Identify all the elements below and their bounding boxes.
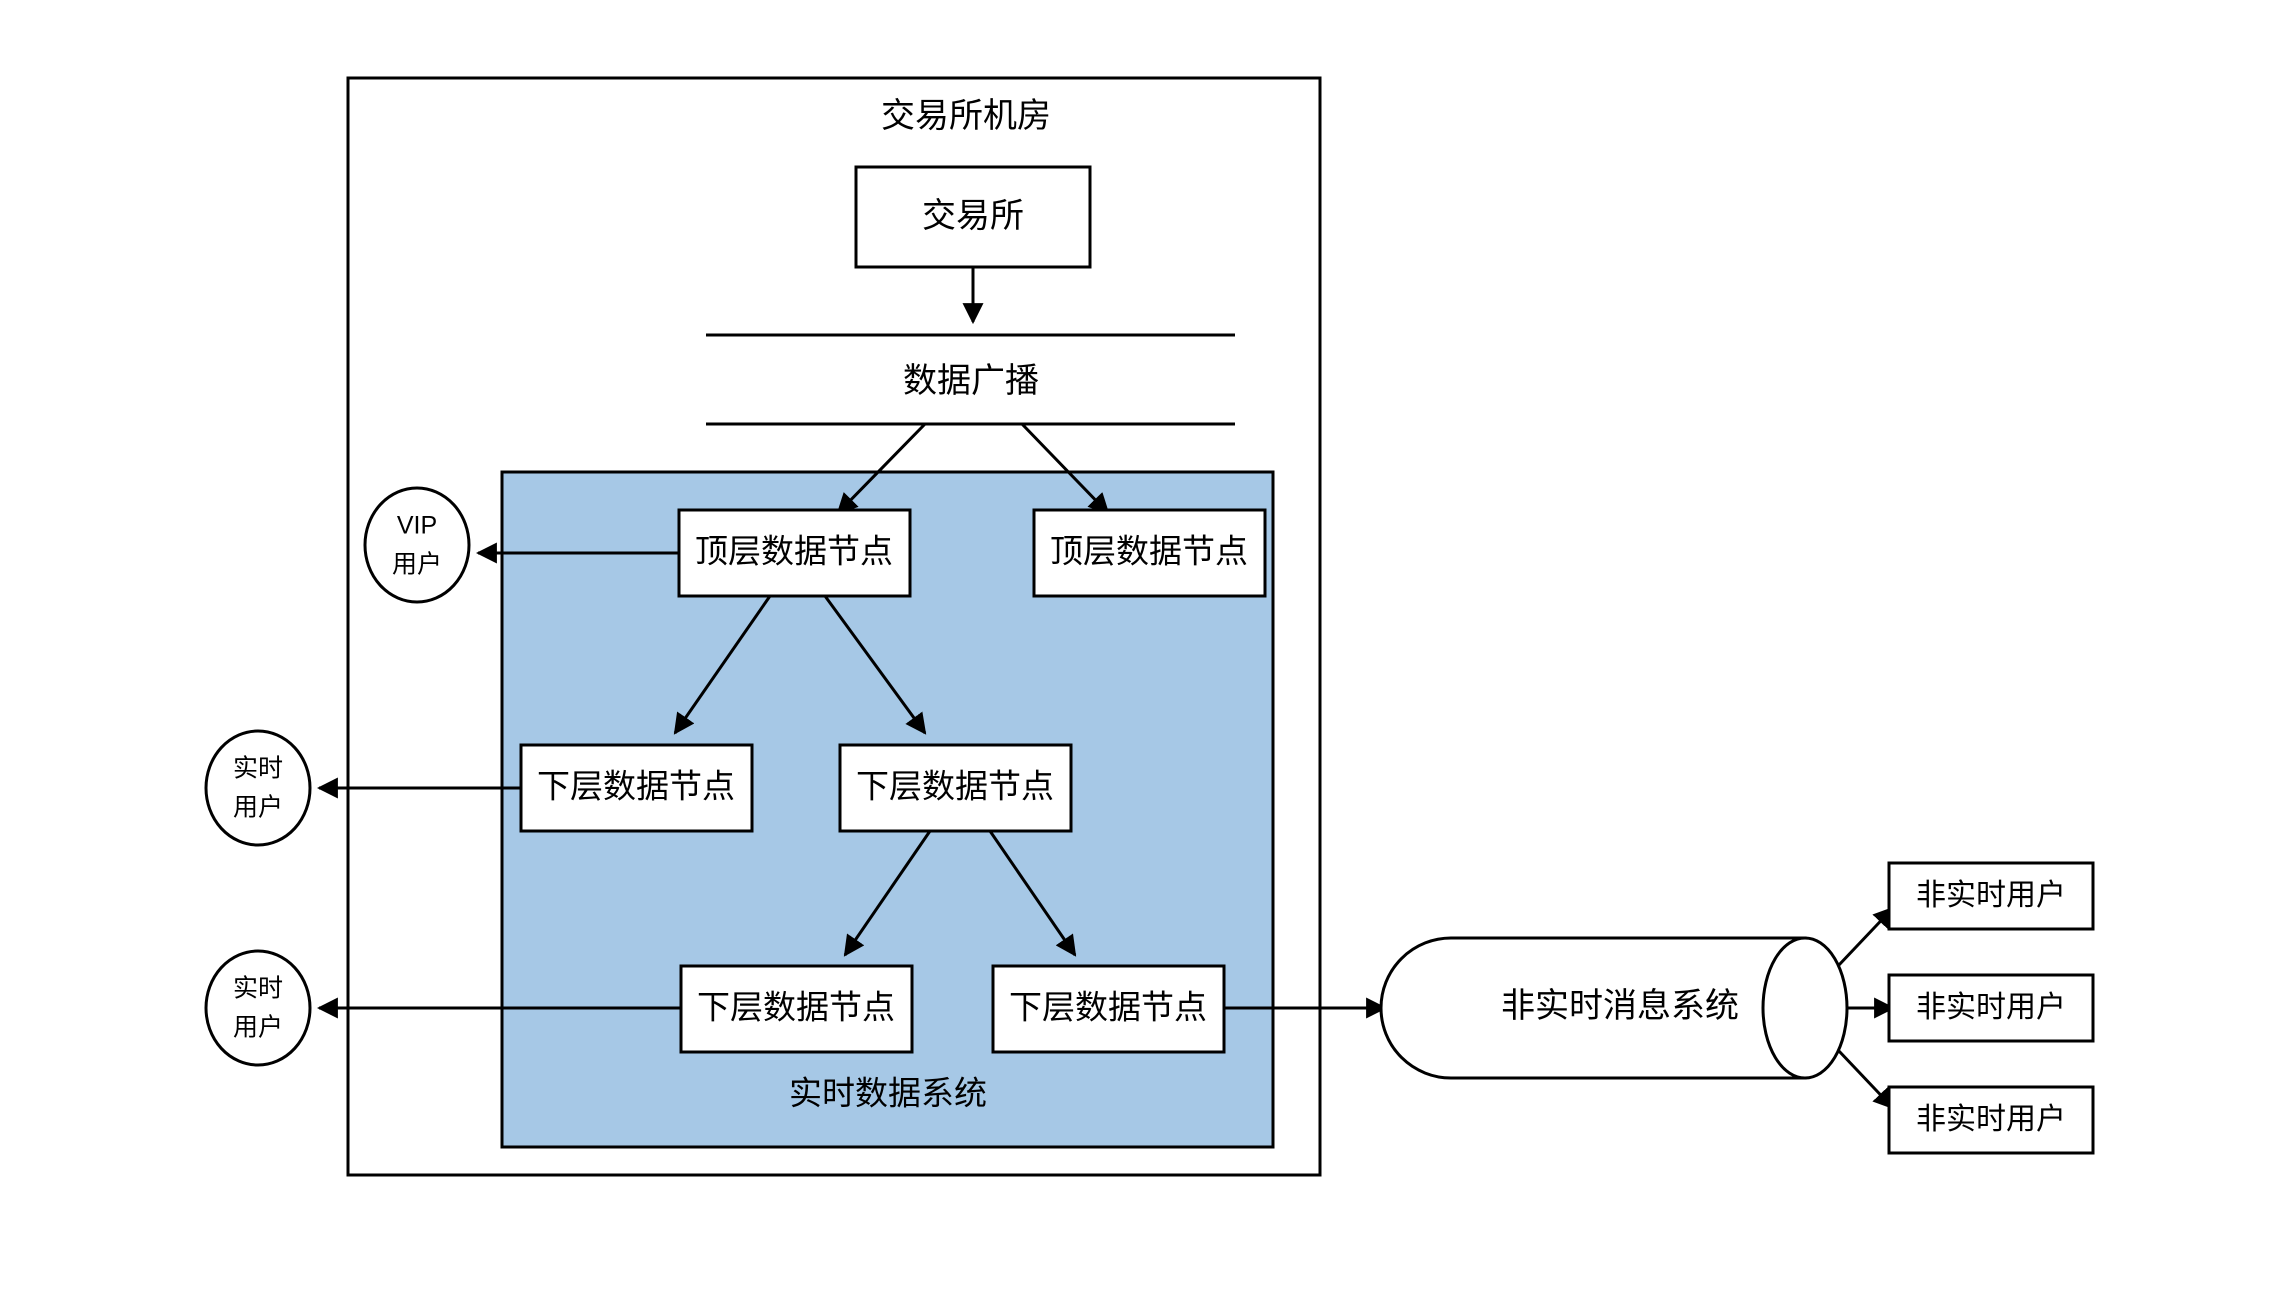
edge-mid-node-to-low-node-left xyxy=(843,830,932,957)
edge-top-node-to-mid-node-right xyxy=(823,595,927,735)
vip-user-label-line2: 用户 xyxy=(392,551,442,579)
exchange-node[interactable] xyxy=(854,165,1092,269)
mid-data-node-left[interactable] xyxy=(519,743,754,833)
edge-mid-node-to-low-node-right xyxy=(988,830,1077,957)
low-data-node-left-label: 下层数据节点 xyxy=(697,989,895,1026)
realtime-user-lower-node[interactable] xyxy=(204,949,312,1067)
low-data-node-right-label: 下层数据节点 xyxy=(1009,989,1207,1026)
message-system-cylinder-cap xyxy=(1761,936,1849,1080)
mid-data-node-right-label: 下层数据节点 xyxy=(856,768,1054,805)
top-data-node-left[interactable] xyxy=(677,508,912,598)
non-realtime-user-label-2: 非实时用户 xyxy=(1916,991,2066,1024)
non-realtime-user-box-1[interactable] xyxy=(1887,861,2095,931)
edge-message-system-to-non-realtime-user-1 xyxy=(1836,906,1895,968)
realtime-user-lower-label-line2: 用户 xyxy=(233,1014,283,1042)
edge-top-node-to-mid-node-left xyxy=(673,595,772,735)
non-realtime-user-label-3: 非实时用户 xyxy=(1916,1103,2066,1136)
message-system-label: 非实时消息系统 xyxy=(1501,987,1739,1025)
mid-data-node-right[interactable] xyxy=(838,743,1073,833)
top-data-node-right[interactable] xyxy=(1032,508,1267,598)
realtime-user-upper-label-line1: 实时 xyxy=(233,755,283,783)
realtime-user-upper-label-line2: 用户 xyxy=(233,794,283,822)
edge-broadcast-to-top-node-right xyxy=(1020,422,1110,515)
non-realtime-user-box-3[interactable] xyxy=(1887,1085,2095,1155)
broadcast-label: 数据广播 xyxy=(903,362,1039,400)
non-realtime-user-label-1: 非实时用户 xyxy=(1916,879,2066,912)
edge-message-system-to-non-realtime-user-3 xyxy=(1836,1048,1895,1110)
vip-user-node[interactable] xyxy=(363,486,471,604)
top-data-node-right-label: 顶层数据节点 xyxy=(1050,533,1248,570)
realtime-user-upper-node[interactable] xyxy=(204,729,312,847)
exchange-datacenter-title: 交易所机房 xyxy=(881,97,1051,135)
edge-broadcast-to-top-node-left xyxy=(836,422,927,515)
message-system-cylinder-body[interactable] xyxy=(1379,936,1807,1080)
low-data-node-right[interactable] xyxy=(991,964,1226,1054)
realtime-data-system-label: 实时数据系统 xyxy=(789,1075,987,1112)
vip-user-label-line1: VIP xyxy=(397,512,437,540)
mid-data-node-left-label: 下层数据节点 xyxy=(537,768,735,805)
top-data-node-left-label: 顶层数据节点 xyxy=(695,533,893,570)
realtime-user-lower-label-line1: 实时 xyxy=(233,975,283,1003)
non-realtime-user-box-2[interactable] xyxy=(1887,973,2095,1043)
exchange-node-label: 交易所 xyxy=(922,197,1024,235)
